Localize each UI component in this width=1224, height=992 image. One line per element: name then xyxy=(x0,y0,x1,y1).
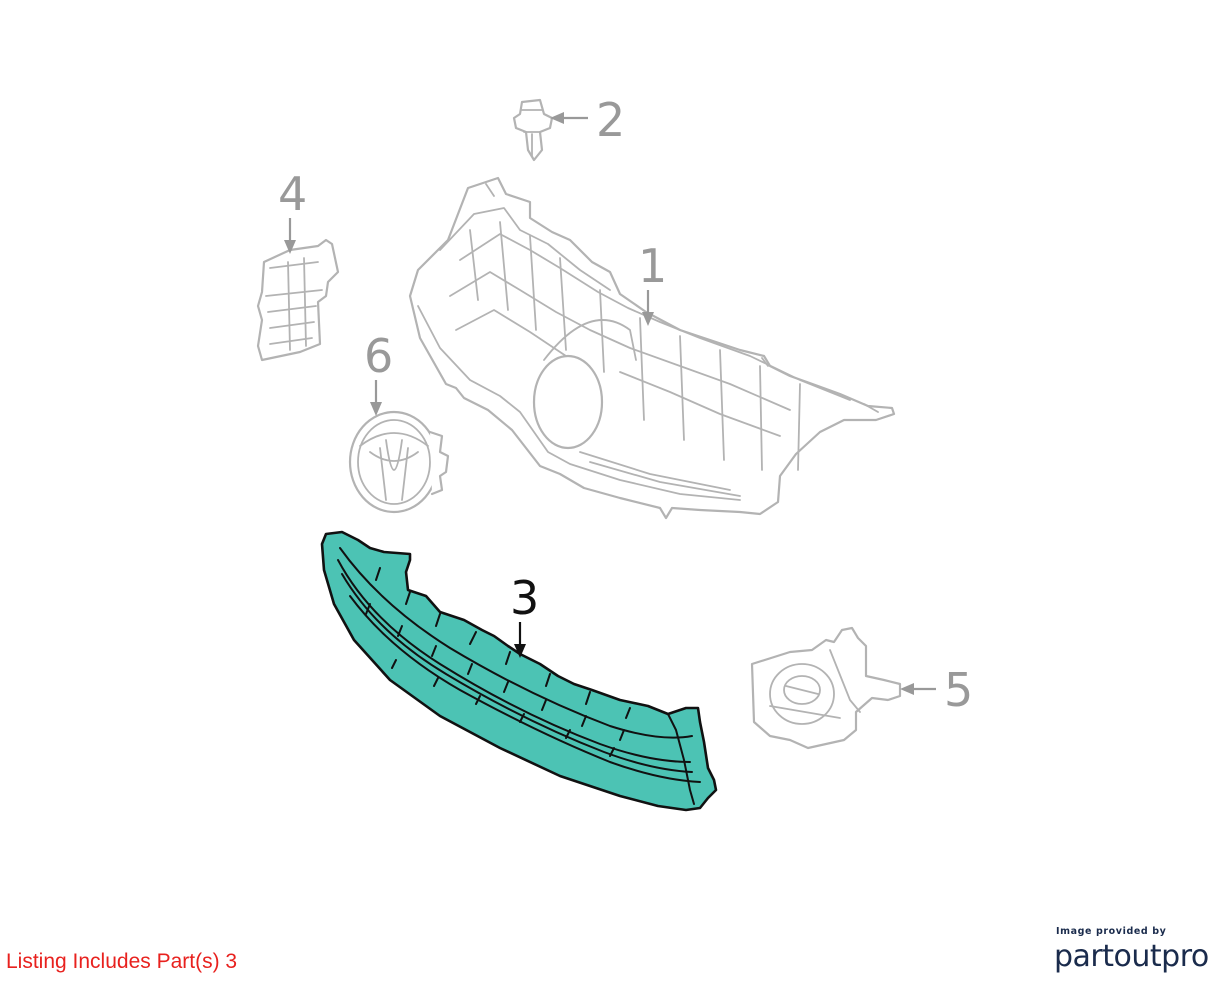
credit-caption: Image provided by xyxy=(1056,926,1167,937)
callout-3: 3 xyxy=(510,571,539,658)
callout-1-label: 1 xyxy=(638,239,667,293)
callout-1: 1 xyxy=(638,239,667,326)
listing-note: Listing Includes Part(s) 3 xyxy=(6,950,238,973)
part-5-lamp-bracket xyxy=(750,626,902,750)
callout-2-label: 2 xyxy=(596,93,625,147)
callout-5: 5 xyxy=(900,663,973,717)
callout-6: 6 xyxy=(364,329,393,416)
part-3-lower-grille xyxy=(320,530,718,812)
part-6-emblem xyxy=(348,410,450,514)
part-2-clip xyxy=(512,98,554,162)
callout-2: 2 xyxy=(550,93,625,147)
image-credit: Image provided by partoutpro xyxy=(1054,926,1209,977)
partoutpro-logo: partoutpro xyxy=(1054,939,1209,974)
part-1-grille xyxy=(408,176,896,520)
callout-5-label: 5 xyxy=(944,663,973,717)
callout-3-label: 3 xyxy=(510,571,539,625)
part-4-bracket xyxy=(256,238,340,362)
callout-6-label: 6 xyxy=(364,329,393,383)
callout-4: 4 xyxy=(278,167,307,254)
callout-4-label: 4 xyxy=(278,167,307,221)
